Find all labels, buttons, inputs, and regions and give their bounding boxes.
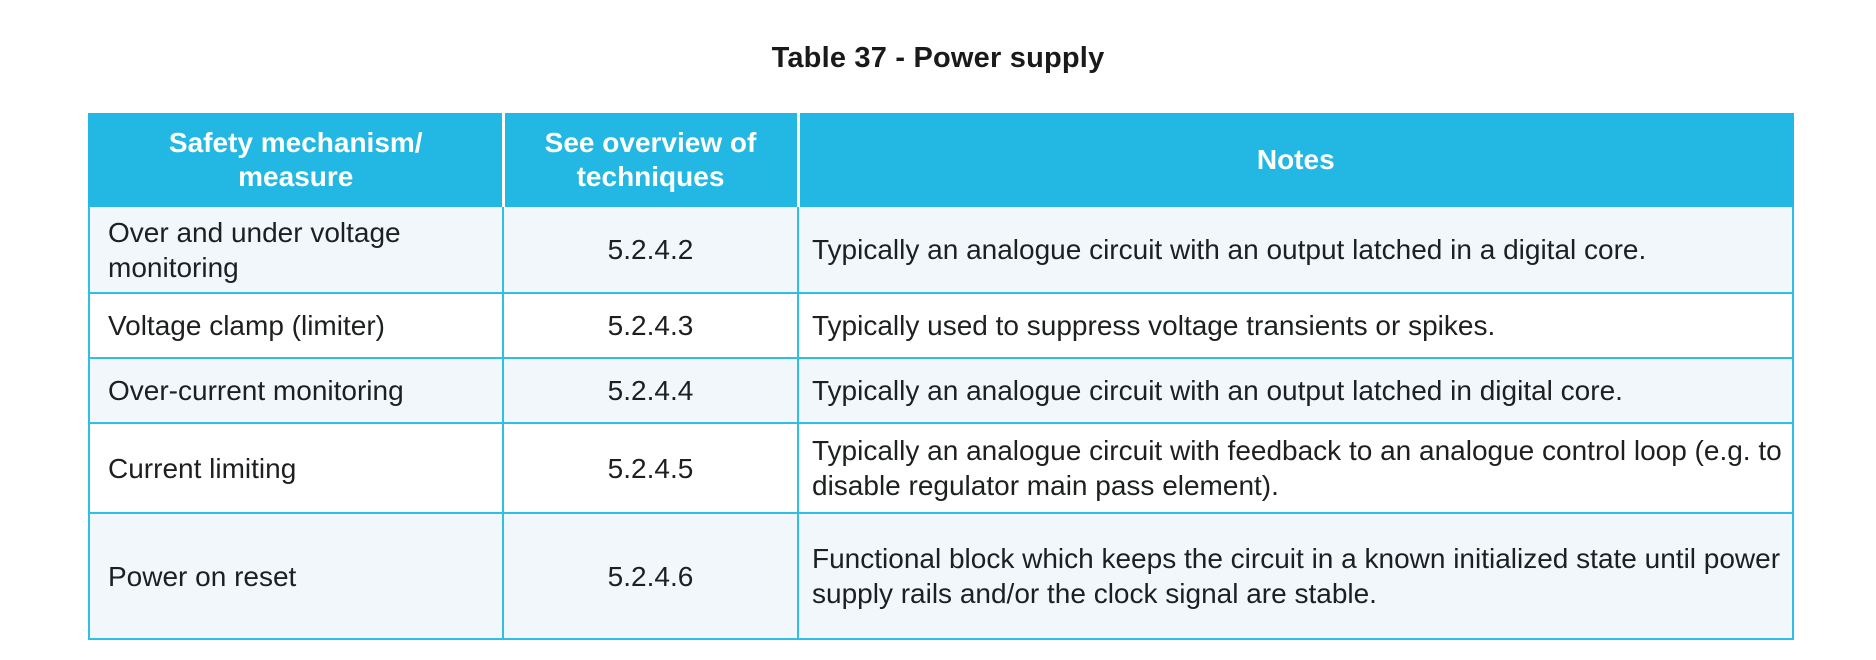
table-row: Over-current monitoring 5.2.4.4 Typicall… <box>88 357 1794 424</box>
mechanism-cell: Over-current monitoring <box>88 357 504 424</box>
column-header-notes: Notes <box>796 113 1794 207</box>
mechanism-cell: Over and under voltage monitoring <box>88 205 504 294</box>
table-row: Current limiting 5.2.4.5 Typically an an… <box>88 422 1794 514</box>
table-row: Voltage clamp (limiter) 5.2.4.3 Typicall… <box>88 292 1794 359</box>
mechanism-cell: Power on reset <box>88 512 504 640</box>
table-caption: Table 37 - Power supply <box>771 42 1105 74</box>
column-header-see-overview: See overview of techniques <box>501 113 799 207</box>
note-cell: Typically an analogue circuit with an ou… <box>797 357 1794 424</box>
mechanism-cell: Current limiting <box>88 422 504 514</box>
column-header-safety-mechanism: Safety mechanism/ measure <box>88 113 504 207</box>
technique-ref-cell: 5.2.4.6 <box>502 512 799 640</box>
technique-ref-cell: 5.2.4.4 <box>502 357 799 424</box>
table-row: Power on reset 5.2.4.6 Functional block … <box>88 512 1794 640</box>
note-cell: Typically used to suppress voltage trans… <box>797 292 1794 359</box>
note-cell: Typically an analogue circuit with feedb… <box>797 422 1794 514</box>
note-cell: Functional block which keeps the circuit… <box>797 512 1794 640</box>
technique-ref-cell: 5.2.4.5 <box>502 422 799 514</box>
table-row: Over and under voltage monitoring 5.2.4.… <box>88 205 1794 294</box>
technique-ref-cell: 5.2.4.2 <box>502 205 799 294</box>
document-page: Table 37 - Power supply Safety mechanism… <box>0 42 1876 660</box>
power-supply-table: Safety mechanism/ measure See overview o… <box>88 113 1794 640</box>
technique-ref-cell: 5.2.4.3 <box>502 292 799 359</box>
mechanism-cell: Voltage clamp (limiter) <box>88 292 504 359</box>
note-cell: Typically an analogue circuit with an ou… <box>797 205 1794 294</box>
header-row: Safety mechanism/ measure See overview o… <box>88 113 1794 207</box>
